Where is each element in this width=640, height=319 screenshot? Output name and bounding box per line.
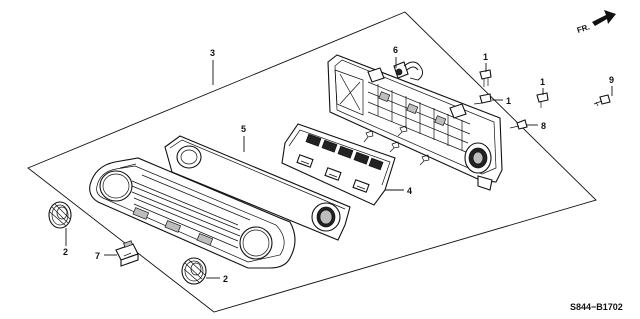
callout-1a: 1 bbox=[483, 52, 488, 62]
leader-lines bbox=[65, 57, 613, 279]
face-panel bbox=[89, 157, 296, 269]
screw-8 bbox=[509, 119, 528, 130]
screw-9 bbox=[593, 94, 611, 107]
front-label: FR. bbox=[576, 22, 591, 35]
screw-1a bbox=[479, 69, 492, 87]
bulb-icon bbox=[395, 68, 403, 76]
small-button-part bbox=[115, 240, 139, 267]
callout-6: 6 bbox=[393, 45, 398, 55]
callout-2b: 2 bbox=[223, 274, 228, 284]
control-unit bbox=[327, 54, 503, 191]
callout-5: 5 bbox=[241, 124, 246, 134]
front-arrow-icon bbox=[592, 10, 616, 26]
knob-bottom bbox=[181, 257, 207, 285]
callout-9: 9 bbox=[609, 75, 614, 85]
button-icon bbox=[305, 133, 384, 171]
callout-4: 4 bbox=[407, 186, 412, 196]
callout-1b: 1 bbox=[506, 96, 511, 106]
callout-8: 8 bbox=[541, 121, 546, 131]
callout-2a: 2 bbox=[63, 247, 68, 257]
callout-3: 3 bbox=[210, 48, 215, 58]
display-panel bbox=[164, 135, 351, 241]
assembly-outline bbox=[27, 11, 597, 313]
screw-icon bbox=[363, 125, 430, 166]
screw-1c bbox=[536, 92, 549, 108]
knob-left bbox=[48, 201, 72, 229]
button-assembly bbox=[281, 123, 396, 206]
screw-1b bbox=[473, 93, 492, 105]
callout-1c: 1 bbox=[540, 77, 545, 87]
bulb-harness bbox=[393, 61, 423, 81]
callout-7: 7 bbox=[95, 251, 100, 261]
front-direction-indicator: FR. bbox=[576, 10, 616, 35]
diagram-code: S844−B1702 bbox=[570, 302, 623, 312]
